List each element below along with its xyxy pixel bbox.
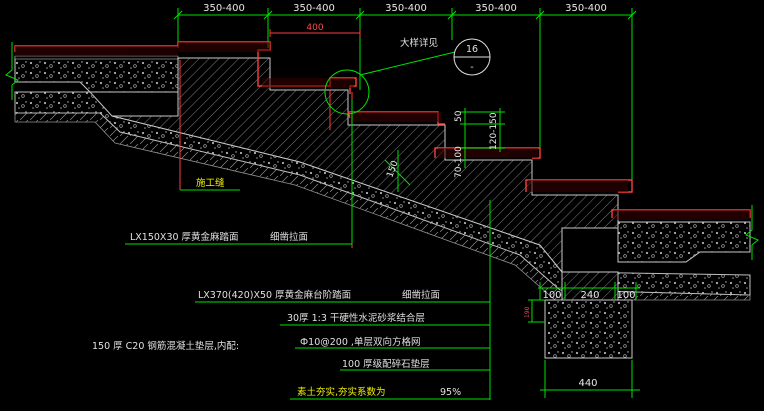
layer-concrete: 150 厚 C20 钢筋混凝土垫层,内配: [92, 340, 239, 352]
tread-400-dimension [269, 29, 361, 37]
gravel-base-layer [14, 91, 751, 296]
right-landing-slab [617, 221, 751, 263]
dim-label-1: 350-400 [203, 3, 245, 14]
dim-label-3: 350-400 [385, 3, 427, 14]
footing-dimensions [528, 282, 640, 398]
top-dimension-chain [173, 8, 637, 190]
detail-note: 大样详见 [400, 37, 438, 49]
footing-dim-width: 440 [578, 378, 597, 389]
footing-dim-middle: 240 [580, 290, 599, 301]
stair-concrete-body [111, 57, 619, 274]
dim-label-4: 350-400 [475, 3, 517, 14]
left-landing-slab [14, 57, 179, 93]
footing-dim-left: 100 [542, 290, 561, 301]
callout-1-finish: 细凿拉面 [270, 231, 308, 243]
layer-mortar: 30厚 1:3 干硬性水泥砂浆结合层 [287, 312, 425, 324]
slope-dimension [384, 150, 411, 192]
layer-rebar: Ф10@200 ,单层双向方格网 [300, 336, 420, 348]
callout-1-material: LX150X30 厚黄金麻踏面 [130, 231, 239, 243]
footing-dim-right: 100 [616, 290, 635, 301]
callout-2-material: LX370(420)X50 厚黄金麻台阶踏面 [198, 289, 351, 301]
riser-120-150-label: 120-150 [489, 112, 499, 150]
break-symbols [5, 42, 759, 260]
riser-dimensions [460, 108, 505, 168]
dim-label-2: 350-400 [293, 3, 335, 14]
layer-soil: 素土夯实,夯实系数为 [297, 386, 386, 398]
construction-joint-label: 施工缝 [196, 177, 225, 189]
footing-dim-height: 190 [524, 306, 531, 318]
detail-leader [359, 51, 456, 76]
layer-gravel: 100 厚级配碎石垫层 [342, 358, 430, 370]
detail-circle [324, 69, 370, 115]
dim-label-5: 350-400 [565, 3, 607, 14]
detail-ref-sheet: - [470, 62, 473, 73]
layer-soil-value: 95% [440, 387, 461, 398]
tread-400-label: 400 [306, 23, 323, 33]
callout-1-leader [125, 100, 353, 245]
stair-footing [544, 299, 633, 359]
detail-ref-number: 16 [466, 44, 478, 55]
layer-leaders [195, 200, 491, 400]
tread-fills [15, 42, 750, 220]
footing-wall [561, 271, 619, 301]
left-landing-bed [14, 55, 179, 60]
callout-2-finish: 细凿拉面 [402, 289, 440, 301]
riser-70-100-label: 70-100 [454, 146, 464, 178]
riser-50-label: 50 [454, 110, 464, 122]
